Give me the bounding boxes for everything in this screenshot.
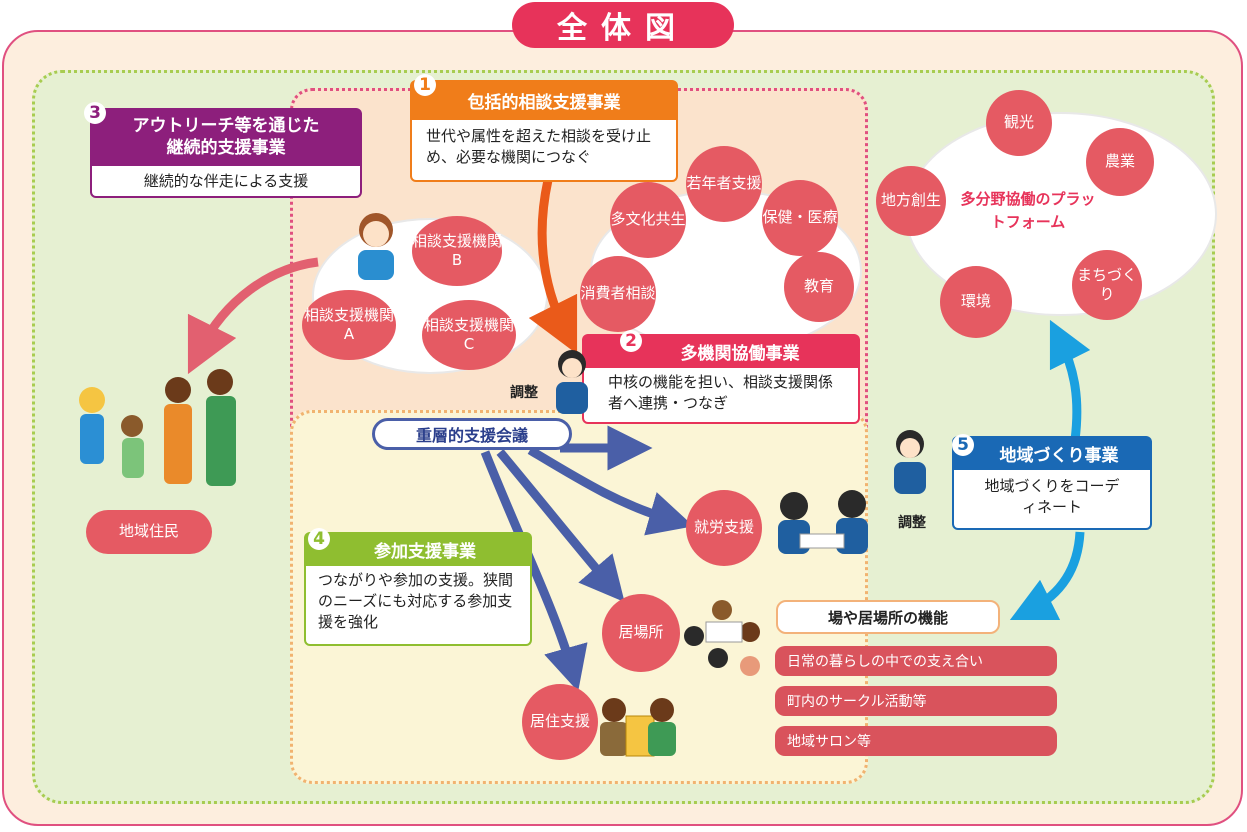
project-2-body: 中核の機能を担い、相談支援関係者へ連携・つなぎ [582,368,860,424]
project-3-body: 継続的な伴走による支援 [90,166,362,198]
adjust-label-1: 調整 [510,385,538,401]
arrow-to-residents [187,257,319,375]
residents-family-illustration [70,360,250,500]
housing-illustration [596,694,682,760]
project-5-header: 5 地域づくり事業 [952,434,1152,470]
place-function-item-3: 地域サロン等 [775,726,1057,756]
arrow-p5-to-platform [1049,319,1091,441]
project-4-header: 4 参加支援事業 [304,528,532,566]
place-function-title: 場や居場所の機能 [776,600,1000,634]
project-1-number: 1 [414,74,436,96]
project-5-title: 地域づくり事業 [999,445,1119,466]
arrow-meeting-to-place [496,449,625,603]
work-support-illustration [766,484,882,558]
project-5-card: 5 地域づくり事業 地域づくりをコーディネート [952,434,1152,530]
coordinator-figure-2 [890,428,930,494]
project-1-body: 世代や属性を超えた相談を受け止め、必要な機関につなぐ [410,120,678,182]
project-4-title: 参加支援事業 [374,541,476,562]
field-education-circle: 教育 [784,252,854,322]
project-1-card: 1 包括的相談支援事業 世代や属性を超えた相談を受け止め、必要な機関につなぐ [410,74,678,182]
project-2-number: 2 [620,330,642,352]
place-illustration [670,596,776,688]
project-5-number: 5 [952,434,974,456]
project-5-body: 地域づくりをコーディネート [952,470,1152,530]
project-3-title-line1: アウトリーチ等を通じた [132,115,320,136]
residents-pill: 地域住民 [86,510,212,554]
field-health-circle: 保健・医療 [762,180,838,256]
platform-agriculture-circle: 農業 [1086,128,1154,196]
work-support-circle: 就労支援 [686,490,762,566]
field-consumer-circle: 消費者相談 [580,256,656,332]
place-function-item-2: 町内のサークル活動等 [775,686,1057,716]
field-multicultural-circle: 多文化共生 [610,182,686,258]
agency-b-circle: 相談支援機関 B [412,216,502,286]
adjust-label-2: 調整 [898,515,926,531]
project-2-title: 多機関協働事業 [680,343,800,364]
diagram-title: 全体図 [512,2,734,48]
arrow-meeting-to-work [527,446,694,536]
field-youth-circle: 若年者支援 [686,146,762,222]
project-3-card: 3 アウトリーチ等を通じた 継続的支援事業 継続的な伴走による支援 [84,102,362,198]
project-1-header: 1 包括的相談支援事業 [410,74,678,120]
platform-regional-circle: 地方創生 [876,166,946,236]
arrow-p1-to-p2 [528,179,578,355]
agency-c-circle: 相談支援機関 C [422,300,516,370]
project-3-number: 3 [84,102,106,124]
platform-tourism-circle: 観光 [986,90,1052,156]
place-function-item-1: 日常の暮らしの中での支え合い [775,646,1057,676]
project-4-card: 4 参加支援事業 つながりや参加の支援。狭間のニーズにも対応する参加支援を強化 [304,528,532,646]
platform-town-circle: まちづくり [1072,250,1142,320]
platform-label: 多分野協働のプラットフォーム [960,190,1096,231]
project-2-header: 2 多機関協働事業 [582,330,860,368]
coordinator-figure-1 [552,348,592,414]
platform-environment-circle: 環境 [940,266,1012,338]
housing-support-circle: 居住支援 [522,684,598,760]
consultant-figure [348,210,404,280]
support-meeting-pill: 重層的支援会議 [372,418,572,450]
place-circle: 居場所 [602,594,680,672]
project-4-body: つながりや参加の支援。狭間のニーズにも対応する参加支援を強化 [304,566,532,646]
arrow-p5-to-place [1009,531,1085,621]
agency-a-circle: 相談支援機関 A [302,290,396,360]
project-3-title-line2: 継続的支援事業 [166,138,286,158]
arrow-meeting-to-housing [480,450,588,692]
project-4-number: 4 [308,528,330,550]
project-1-title: 包括的相談支援事業 [467,92,621,113]
project-2-card: 2 多機関協働事業 中核の機能を担い、相談支援関係者へ連携・つなぎ [582,330,860,424]
project-3-header: 3 アウトリーチ等を通じた 継続的支援事業 [84,102,362,166]
